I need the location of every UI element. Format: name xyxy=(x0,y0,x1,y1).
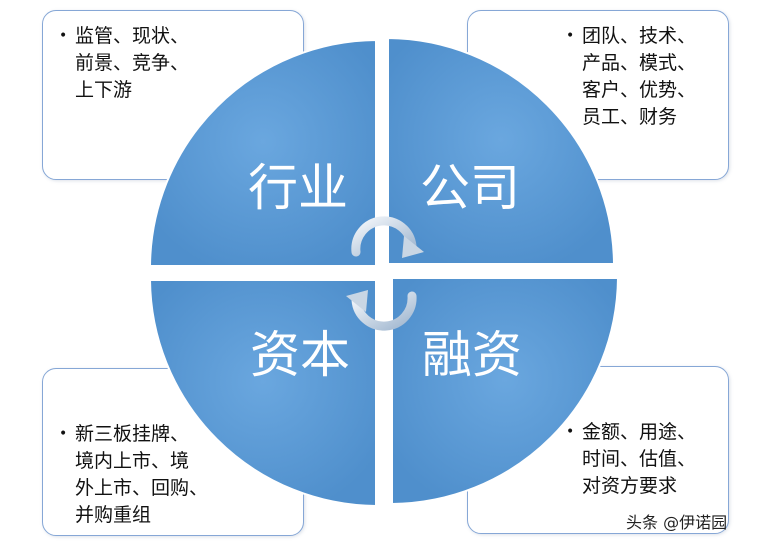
company-detail-line: 产品、模式、 xyxy=(582,52,697,74)
financing-label: 融资 xyxy=(422,326,522,384)
financing-detail-item: •金额、用途、 xyxy=(566,421,697,443)
capital-detail-line: 境内上市、境 xyxy=(75,450,190,472)
industry-detail-list: •监管、现状、 xyxy=(59,23,303,50)
company-detail-item: •团队、技术、 xyxy=(566,25,697,47)
financing-detail-line: 对资方要求 xyxy=(582,475,678,497)
financing-detail-line: 时间、估值、 xyxy=(582,448,697,470)
capital-detail-list: •新三板挂牌、 xyxy=(59,421,303,448)
financing-detail-list: •金额、用途、 xyxy=(566,419,728,446)
capital-detail-line: 外上市、回购、 xyxy=(75,477,209,499)
company-detail-line: 员工、财务 xyxy=(582,106,678,128)
industry-detail-line: 上下游 xyxy=(75,79,133,101)
capital-quadrant xyxy=(148,279,377,508)
company-detail-line: 客户、优势、 xyxy=(582,79,697,101)
financing-quadrant xyxy=(391,277,620,506)
capital-label: 资本 xyxy=(250,326,350,384)
capital-detail-item: •新三板挂牌、 xyxy=(59,423,190,445)
company-detail-list: •团队、技术、 xyxy=(566,23,728,50)
company-quadrant xyxy=(387,36,616,265)
industry-label: 行业 xyxy=(248,159,348,217)
industry-detail-line: 前景、竞争、 xyxy=(75,52,190,74)
watermark-text: 头条 @伊诺园 xyxy=(626,513,728,532)
capital-detail-line: 并购重组 xyxy=(75,504,152,526)
company-label: 公司 xyxy=(420,159,520,217)
industry-quadrant xyxy=(148,38,377,267)
cycle-arrows-icon xyxy=(346,216,424,331)
industry-detail-item: •监管、现状、 xyxy=(59,25,190,47)
